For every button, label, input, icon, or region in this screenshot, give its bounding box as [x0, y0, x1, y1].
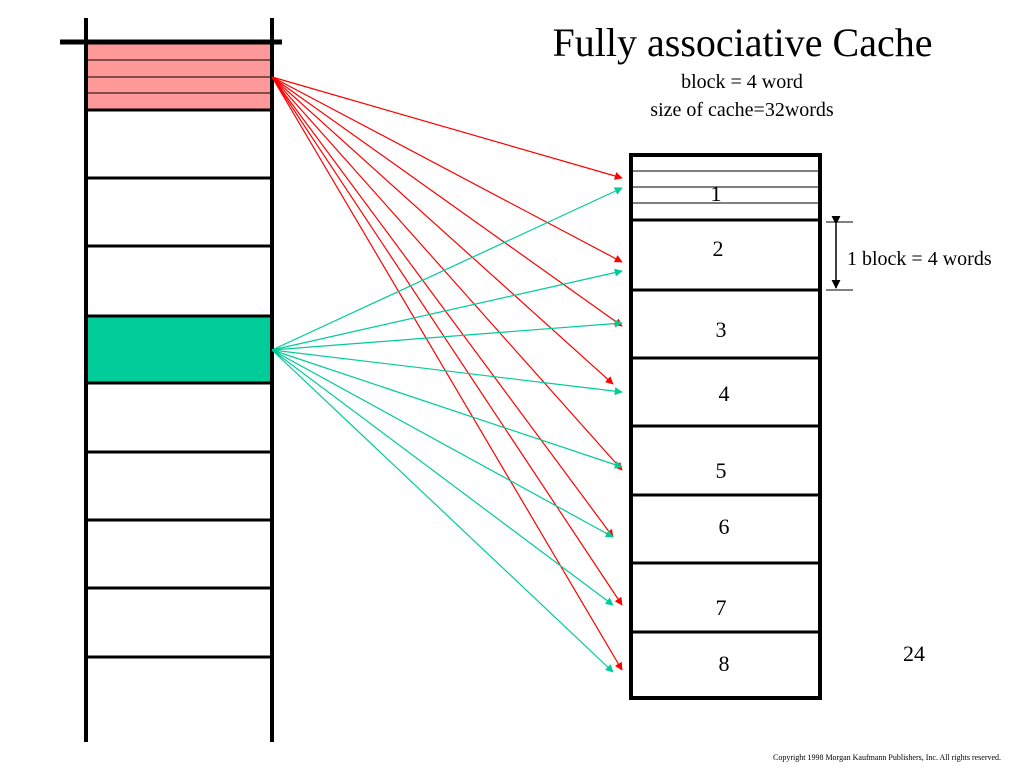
- subtitle-block-size: block = 4 word: [681, 71, 803, 93]
- cache-word-lines: [631, 170, 820, 204]
- green-arrow-to-block-6: [271, 349, 614, 538]
- red-arrow-to-block-3: [271, 76, 623, 327]
- green-arrow-to-block-2: [271, 268, 623, 351]
- memory-block-highlight-green: [86, 316, 272, 383]
- red-arrow-to-block-6: [271, 76, 614, 538]
- red-arrow-to-block-5: [271, 76, 623, 471]
- slide-title: Fully associative Cache: [552, 20, 933, 65]
- cache-block-label-7: 7: [715, 595, 727, 620]
- green-mapping-arrows: [271, 187, 623, 673]
- green-arrow-to-block-3: [271, 319, 623, 351]
- subtitle-cache-size: size of cache=32words: [650, 99, 834, 121]
- cache-block-dividers: [631, 218, 820, 634]
- green-arrow-to-block-8: [271, 349, 614, 673]
- green-arrow-to-block-4: [271, 349, 623, 396]
- red-mapping-arrows: [271, 76, 623, 671]
- memory-block-red-word-lines: [86, 59, 272, 94]
- cache-block-label-2: 2: [712, 236, 724, 261]
- cache-block-label-6: 6: [718, 514, 730, 539]
- main-memory: [60, 18, 282, 742]
- green-arrow-to-block-7: [271, 349, 614, 606]
- block-size-note: 1 block = 4 words: [847, 248, 992, 270]
- red-arrow-to-block-2: [271, 76, 623, 263]
- red-arrow-to-block-1: [271, 76, 623, 180]
- red-arrow-to-block-4: [271, 76, 614, 385]
- cache: [629, 153, 822, 700]
- memory-block-dividers: [86, 108, 272, 659]
- cache-block-label-3: 3: [715, 317, 727, 342]
- copyright-notice: Copyright 1998 Morgan Kaufmann Publisher…: [773, 753, 1002, 762]
- red-arrow-to-block-8: [271, 76, 623, 671]
- cache-block-label-8: 8: [718, 651, 730, 676]
- page-number: 24: [903, 641, 925, 666]
- cache-block-label-4: 4: [718, 381, 730, 406]
- red-arrow-to-block-7: [271, 76, 623, 606]
- cache-block-label-5: 5: [715, 458, 727, 483]
- green-arrow-to-block-5: [271, 349, 623, 469]
- green-arrow-to-block-1: [271, 187, 623, 351]
- block-size-marker: [826, 215, 853, 291]
- cache-block-label-1: 1: [710, 181, 722, 206]
